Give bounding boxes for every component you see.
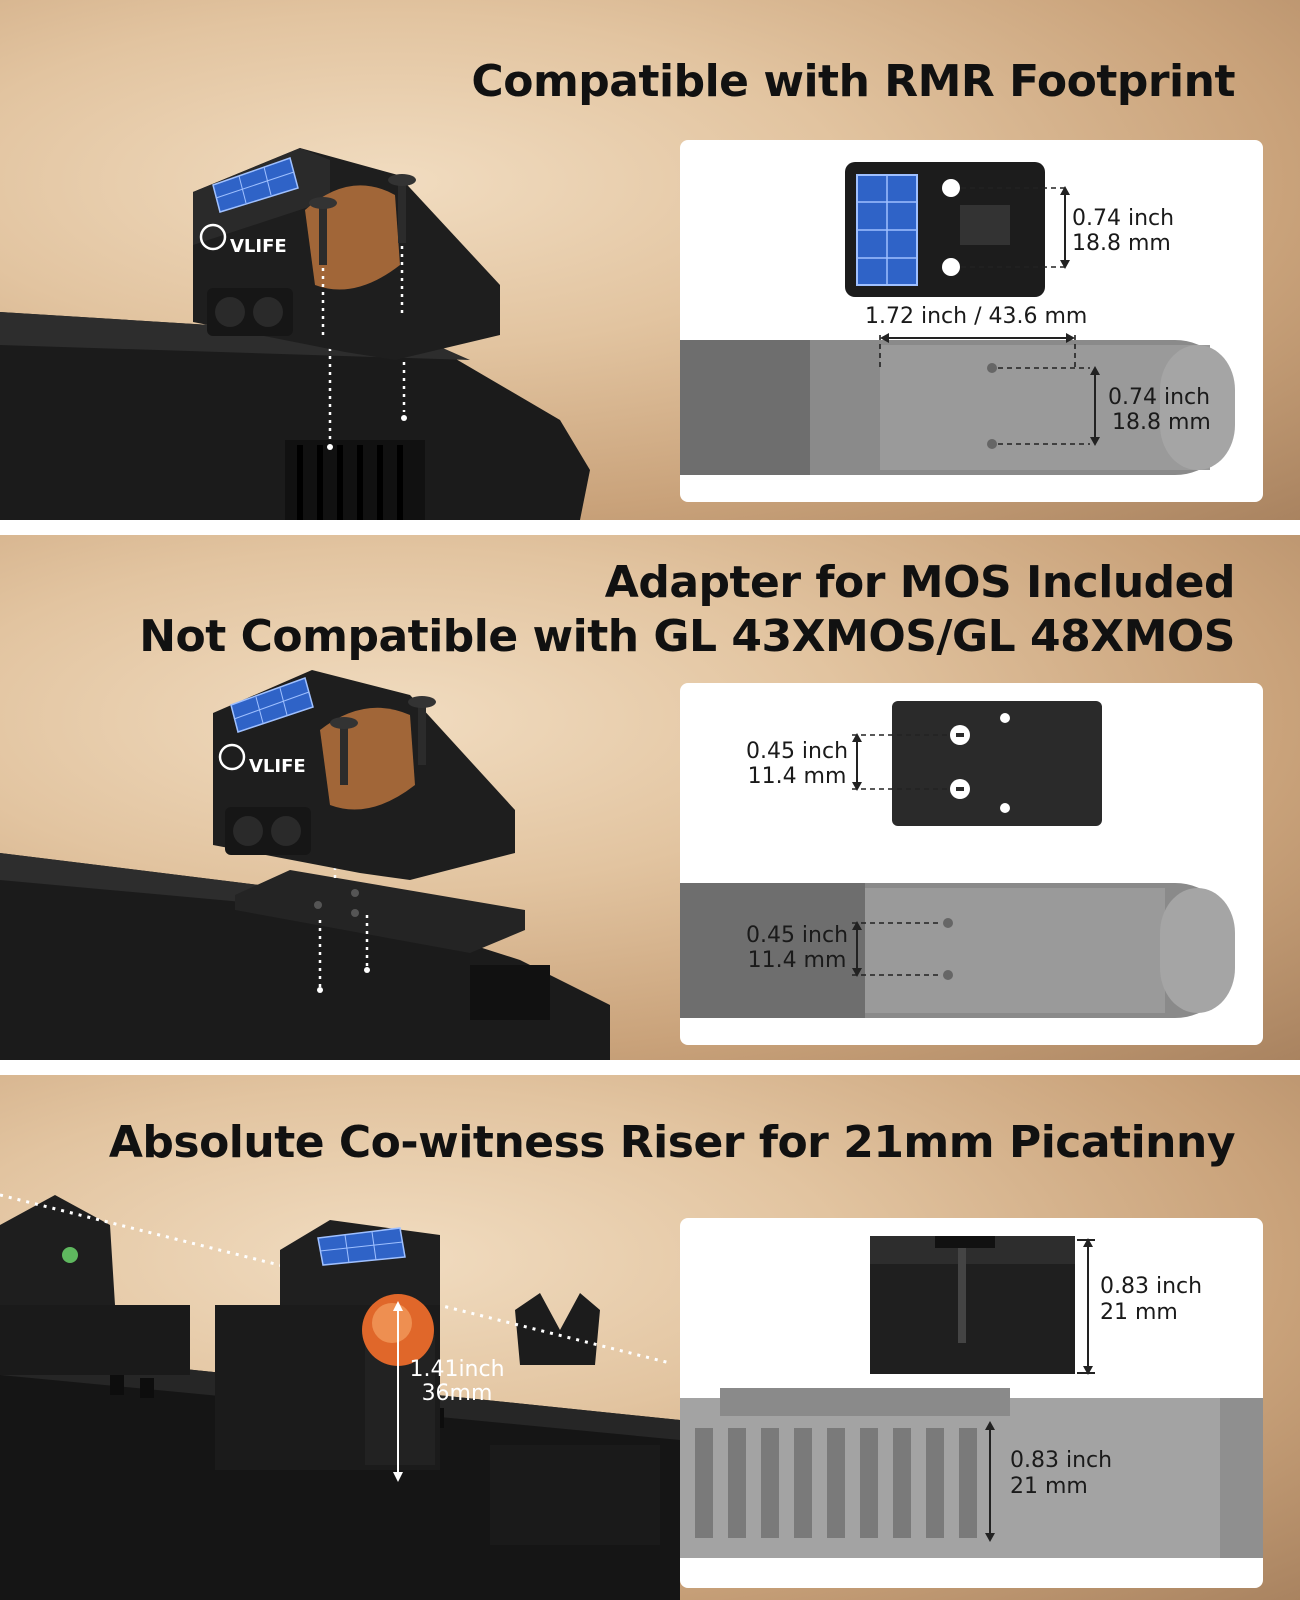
riser-height-inch: 0.83 inch — [1100, 1274, 1203, 1299]
section-mos-adapter: Adapter for MOS Included Not Compatible … — [0, 535, 1300, 1060]
mos-dimension-diagram — [680, 701, 1235, 1018]
plate-hole-spacing-inch: 0.45 inch — [745, 739, 849, 764]
slide-hole-spacing-inch: 0.74 inch — [1108, 385, 1211, 410]
slide-hole-spacing-inch: 0.45 inch — [745, 923, 849, 948]
rmr-dimension-card: 0.74 inch 18.8 mm 1.72 inch / 43.6 mm 0.… — [680, 140, 1263, 502]
riser-dimension-diagram — [680, 1236, 1263, 1558]
sight-hole-spacing-inch: 0.74 inch — [1072, 206, 1175, 231]
riser-dimension-card: 0.83 inch 21 mm 0.83 inch 21 mm — [680, 1218, 1263, 1588]
sight-height-inch: 1.41inch — [409, 1357, 505, 1382]
slide-hole-spacing-mm: 18.8 mm — [1112, 410, 1211, 435]
section-title: Compatible with RMR Footprint — [471, 56, 1235, 107]
riser-height-mm: 21 mm — [1100, 1300, 1178, 1325]
slide-cut-width: 1.72 inch / 43.6 mm — [865, 304, 1088, 329]
sight-height-mm: 36mm — [421, 1381, 493, 1406]
section-rmr-footprint: Compatible with RMR Footprint VLIFE — [0, 0, 1300, 520]
rmr-dimension-diagram — [680, 162, 1235, 475]
rail-height-mm: 21 mm — [1010, 1474, 1088, 1499]
plate-hole-spacing-mm: 11.4 mm — [747, 764, 847, 789]
sight-hole-spacing-mm: 18.8 mm — [1072, 231, 1171, 256]
riser-co-witness-illustration — [0, 1193, 680, 1600]
section-title-line2: Not Compatible with GL 43XMOS/GL 48XMOS — [139, 611, 1235, 662]
mos-dimension-card: 0.45 inch 11.4 mm 0.45 inch 11.4 mm — [680, 683, 1263, 1045]
brand-logo-text: VLIFE — [249, 756, 306, 777]
rail-height-inch: 0.83 inch — [1010, 1448, 1113, 1473]
section-co-witness-riser: Absolute Co-witness Riser for 21mm Picat… — [0, 1075, 1300, 1600]
section-title: Absolute Co-witness Riser for 21mm Picat… — [108, 1117, 1236, 1168]
slide-hole-spacing-mm: 11.4 mm — [747, 948, 847, 973]
mos-adapter-mounting-illustration: VLIFE — [0, 670, 610, 1060]
red-dot-sight-mounting-illustration: VLIFE — [0, 148, 590, 520]
section-title-line1: Adapter for MOS Included — [604, 557, 1236, 608]
brand-logo-text: VLIFE — [230, 236, 287, 257]
